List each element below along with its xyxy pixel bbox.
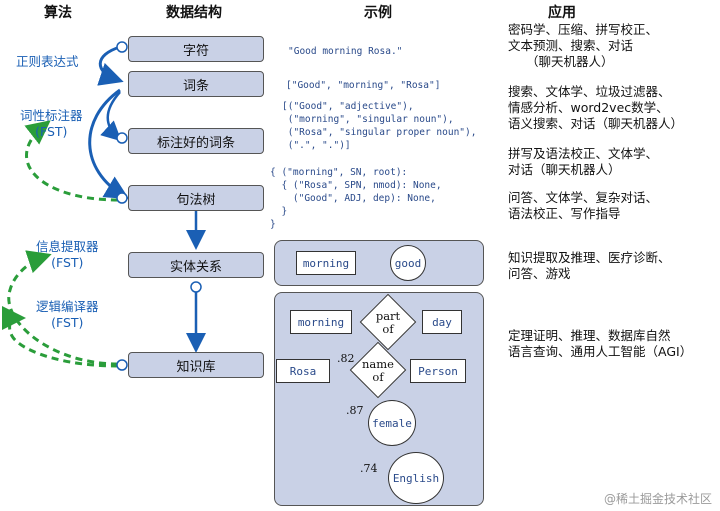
kb-weight-name: .82	[337, 352, 355, 365]
app-chars-line3: （聊天机器人）	[526, 54, 614, 69]
parse-arrow	[88, 88, 130, 200]
tagger-arrow	[100, 91, 122, 142]
example-chars: "Good morning Rosa."	[288, 46, 403, 57]
header-algorithm: 算法	[44, 5, 72, 21]
app-chars-line1: 密码学、压缩、拼写校正、	[508, 22, 659, 37]
app-tagged: 拼写及语法校正、文体学、 对话（聊天机器人）	[508, 146, 658, 178]
header-data-structure: 数据结构	[166, 5, 222, 21]
structure-knowledge-base: 知识库	[128, 352, 264, 378]
kb-name-of-line1: name	[362, 357, 394, 371]
kb-part-of-line1: part	[375, 309, 401, 323]
example-tree-1: { ("morning", SN, root):	[270, 167, 408, 178]
example-tagged-4: (".", ".")]	[282, 140, 351, 151]
app-tree-line1: 问答、文体学、复杂对话、	[508, 190, 659, 205]
app-entity: 知识提取及推理、医疗诊断、 问答、游戏	[508, 250, 671, 282]
algo-logic-compiler-line2: (FST)	[51, 315, 84, 330]
algo-info-extractor: 信息提取器 (FST)	[36, 239, 99, 271]
algo-logic-compiler: 逻辑编译器 (FST)	[36, 299, 99, 331]
app-tree-line2: 语法校正、写作指导	[508, 206, 621, 221]
algo-regex: 正则表达式	[16, 54, 79, 69]
example-tokens: ["Good", "morning", "Rosa"]	[286, 80, 441, 91]
fst-pos-loop	[24, 120, 119, 202]
example-tagged-1: [("Good", "adjective"),	[282, 101, 414, 112]
kb-name-of-line2: of	[372, 370, 384, 384]
app-tree: 问答、文体学、复杂对话、 语法校正、写作指导	[508, 190, 658, 222]
app-tokens-line2: 情感分析、word2vec数学、	[508, 100, 669, 115]
kb-weight-female: .87	[346, 404, 364, 417]
header-example: 示例	[364, 5, 392, 21]
app-chars-line2: 文本预测、搜索、对话	[508, 38, 634, 53]
structure-chars: 字符	[128, 36, 264, 62]
kb-node-rosa: Rosa	[276, 359, 330, 383]
kb-part-of-line2: of	[382, 322, 394, 336]
kb-node-morning: morning	[290, 310, 352, 334]
example-tree-4: }	[270, 206, 288, 217]
kb-node-person: Person	[410, 359, 466, 383]
app-tokens-line3: 语义搜索、对话（聊天机器人）	[508, 116, 684, 131]
app-chars: 密码学、压缩、拼写校正、 文本预测、搜索、对话 （聊天机器人）	[508, 22, 658, 70]
app-tagged-line2: 对话（聊天机器人）	[508, 162, 621, 177]
app-kb-line2: 语言查询、通用人工智能（AGI）	[508, 344, 693, 359]
watermark: @稀土掘金技术社区	[603, 492, 712, 506]
app-entity-line1: 知识提取及推理、医疗诊断、	[508, 250, 671, 265]
kb-relation-name-of-label: name of	[362, 358, 394, 384]
algo-logic-compiler-line1: 逻辑编译器	[36, 299, 99, 314]
algo-info-extractor-line2: (FST)	[51, 255, 84, 270]
structure-parse-tree: 句法树	[128, 185, 264, 211]
example-tagged-2: ("morning", "singular noun"),	[282, 114, 454, 125]
example-tree-3: ("Good", ADJ, dep): None,	[270, 193, 436, 204]
algo-pos-tagger-line1: 词性标注器	[20, 108, 83, 123]
kb-weight-english: .74	[360, 462, 378, 475]
kb-node-female: female	[368, 400, 416, 446]
example-tree-2: { ("Rosa", SPN, nmod): None,	[270, 180, 442, 191]
kb-node-english: English	[388, 452, 444, 504]
kb-node-day: day	[422, 310, 462, 334]
algo-pos-tagger-line2: (FST)	[35, 124, 68, 139]
kb-relation-part-of-label: part of	[372, 310, 404, 336]
app-entity-line2: 问答、游戏	[508, 266, 571, 281]
structure-tagged-tokens: 标注好的词条	[128, 128, 264, 154]
app-kb-line1: 定理证明、推理、数据库自然	[508, 328, 671, 343]
structure-entity-relation: 实体关系	[128, 252, 264, 278]
entity-node-good: good	[390, 245, 426, 281]
header-application: 应用	[548, 5, 576, 21]
regex-arrow	[97, 45, 124, 86]
app-tokens: 搜索、文体学、垃圾过滤器、 情感分析、word2vec数学、 语义搜索、对话（聊…	[508, 84, 683, 132]
algo-pos-tagger: 词性标注器 (FST)	[20, 108, 83, 140]
app-tokens-line1: 搜索、文体学、垃圾过滤器、	[508, 84, 671, 99]
example-tree-5: }	[270, 219, 276, 230]
structure-tokens: 词条	[128, 71, 264, 97]
app-kb: 定理证明、推理、数据库自然 语言查询、通用人工智能（AGI）	[508, 328, 692, 360]
entity-node-morning: morning	[296, 251, 356, 275]
fst-info-loop	[7, 250, 119, 366]
fst-logic-loop	[1, 306, 119, 368]
algo-info-extractor-line1: 信息提取器	[36, 239, 99, 254]
app-tagged-line1: 拼写及语法校正、文体学、	[508, 146, 659, 161]
example-tagged-3: ("Rosa", "singular proper noun"),	[282, 127, 477, 138]
